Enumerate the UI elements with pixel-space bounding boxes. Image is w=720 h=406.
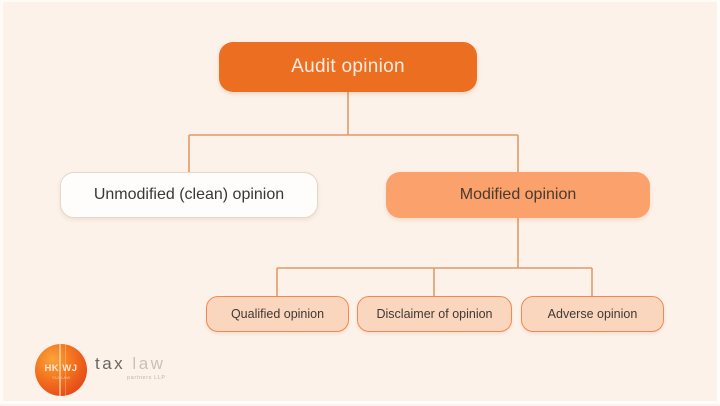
node-unmodified-opinion: Unmodified (clean) opinion bbox=[60, 172, 318, 218]
node-audit-opinion-label: Audit opinion bbox=[291, 56, 405, 78]
logo-streak-decoration bbox=[59, 344, 61, 396]
logo-streak-decoration-secondary bbox=[65, 344, 66, 396]
logo-mark-text: HK WJ bbox=[44, 363, 78, 374]
logo-wordmark: tax law bbox=[95, 354, 165, 374]
logo-mark-subtext: TAX LAW bbox=[51, 375, 71, 380]
node-unmodified-opinion-label: Unmodified (clean) opinion bbox=[93, 185, 285, 203]
logo-word-secondary: law bbox=[132, 354, 166, 373]
node-qualified-opinion: Qualified opinion bbox=[206, 296, 349, 332]
node-modified-opinion-label: Modified opinion bbox=[459, 185, 577, 203]
logo-circle-icon: HK WJ TAX LAW bbox=[35, 344, 87, 396]
node-adverse-opinion: Adverse opinion bbox=[521, 296, 664, 332]
node-audit-opinion: Audit opinion bbox=[219, 42, 477, 92]
brand-logo: HK WJ TAX LAW tax law partners LLP bbox=[35, 342, 210, 398]
node-modified-opinion: Modified opinion bbox=[386, 172, 650, 218]
logo-word-primary: tax bbox=[95, 354, 126, 373]
node-disclaimer-of-opinion: Disclaimer of opinion bbox=[357, 296, 512, 332]
node-qualified-opinion-label: Qualified opinion bbox=[230, 306, 325, 321]
node-disclaimer-of-opinion-label: Disclaimer of opinion bbox=[376, 306, 493, 321]
logo-tagline: partners LLP bbox=[127, 375, 166, 381]
node-adverse-opinion-label: Adverse opinion bbox=[547, 306, 638, 321]
